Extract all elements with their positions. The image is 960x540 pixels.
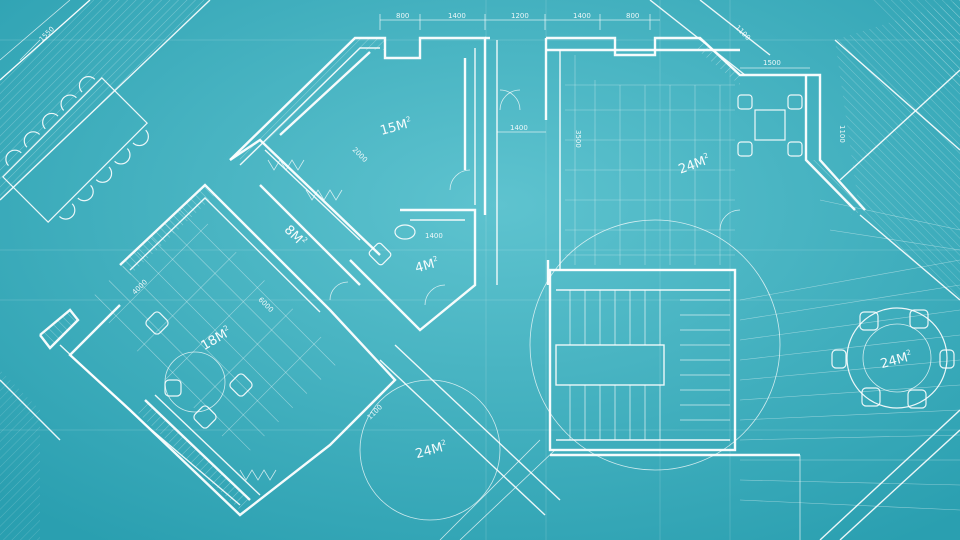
dim-800-left: 800: [396, 12, 409, 20]
round-table-terrace: [831, 307, 955, 409]
dim-1400-top2: 1400: [573, 12, 591, 20]
dining-table-top-left: [2, 76, 149, 223]
dim-800-right: 800: [626, 12, 639, 20]
dim-1500: 1500: [763, 59, 781, 67]
area-label-24-round: 24M2: [414, 438, 449, 462]
wall-hatching: [40, 38, 865, 510]
staircase: [569, 290, 730, 440]
bathroom-fixtures: [368, 224, 416, 266]
area-label-24-terrace: 24M2: [879, 348, 914, 372]
room-grid-18: [94, 209, 336, 451]
door-swings: [329, 89, 741, 306]
dim-1400-small: 1400: [425, 232, 443, 240]
bottom-diagonal-walls: [0, 344, 960, 540]
area-label-15: 15M2: [378, 115, 413, 139]
room-grid-24-top: [565, 55, 735, 265]
area-label-4: 4M2: [413, 255, 440, 277]
top-left-hatched-band: [0, 0, 211, 201]
dim-3500: 3500: [574, 130, 582, 148]
area-label-18: 18M2: [198, 324, 234, 354]
dim-1200: 1200: [511, 12, 529, 20]
radiators: [239, 159, 343, 481]
dim-1400-top: 1400: [448, 12, 466, 20]
top-dimension-chain: 800 1400 1200 1400 800: [379, 12, 660, 30]
patio-table-top-right: [737, 94, 803, 157]
area-label-24-top: 24M2: [676, 152, 712, 178]
living-room-furniture: [145, 311, 253, 429]
dim-1400-mid: 1400: [510, 124, 528, 132]
dim-1100-right: 1100: [838, 125, 846, 143]
